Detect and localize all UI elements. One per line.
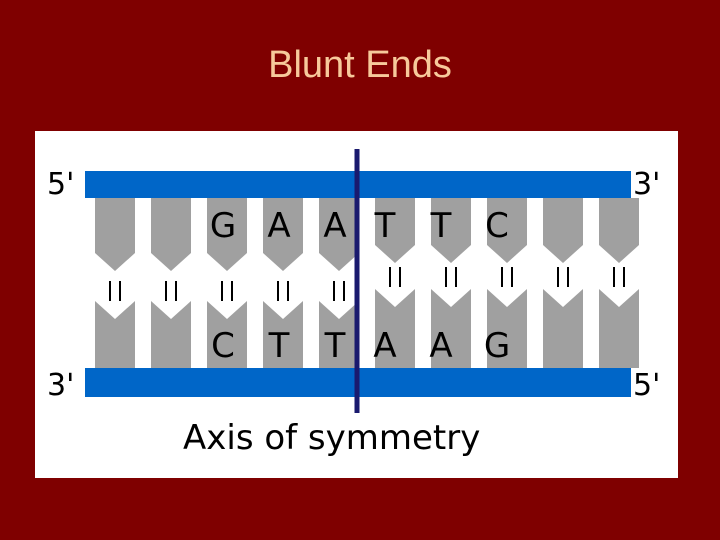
bottom-base-letter: C (211, 326, 235, 366)
top-base-block (207, 198, 247, 271)
bottom-strand-left-label: 3' (47, 368, 74, 403)
axis-of-symmetry-label: Axis of symmetry (183, 418, 480, 458)
bottom-base-letter: A (429, 326, 452, 366)
slide-title: Blunt Ends (268, 44, 452, 86)
top-base-letter: A (267, 206, 290, 246)
top-base-letter: A (323, 206, 346, 246)
top-strand-left-label: 5' (47, 167, 74, 202)
top-base-letter: G (210, 206, 236, 246)
top-base-block (599, 198, 639, 263)
top-base-block (375, 198, 415, 263)
bottom-base-block (95, 301, 135, 368)
bottom-base-letter: G (484, 326, 510, 366)
top-base-block (431, 198, 471, 263)
base-pairs (95, 198, 639, 368)
bottom-base-block (543, 289, 583, 368)
top-base-block (487, 198, 527, 263)
top-base-block (151, 198, 191, 271)
bottom-strand-right-label: 5' (633, 368, 660, 403)
bottom-base-block (207, 301, 247, 368)
bottom-base-block (487, 289, 527, 368)
bottom-base-block (375, 289, 415, 368)
top-base-block (263, 198, 303, 271)
top-base-letter: C (485, 206, 509, 246)
top-base-block (319, 198, 359, 271)
top-base-letter: T (374, 206, 396, 246)
bottom-base-letter: T (324, 326, 346, 366)
top-base-block (543, 198, 583, 263)
bottom-base-block (599, 289, 639, 368)
bottom-base-block (151, 301, 191, 368)
top-strand-right-label: 3' (633, 167, 660, 202)
top-base-letter: T (430, 206, 452, 246)
bottom-base-letter: T (268, 326, 290, 366)
bottom-base-block (319, 301, 359, 368)
bottom-base-block (431, 289, 471, 368)
bottom-base-letter: A (373, 326, 396, 366)
bottom-base-block (263, 301, 303, 368)
top-base-block (95, 198, 135, 271)
